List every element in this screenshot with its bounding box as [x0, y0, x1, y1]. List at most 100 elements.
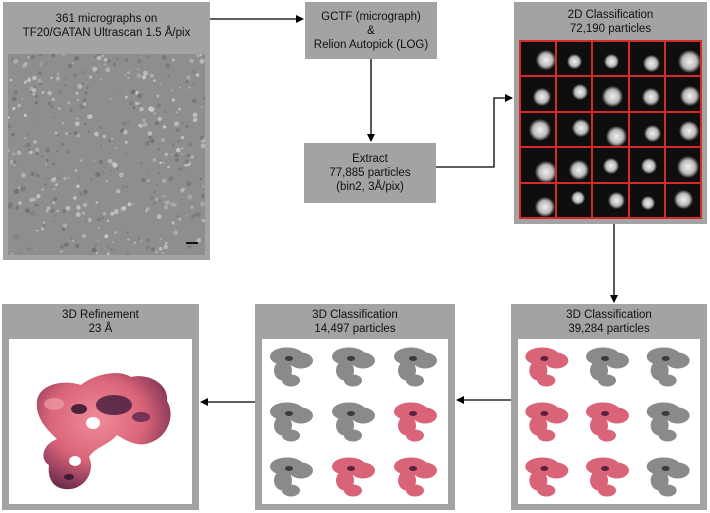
refined-map-svg [36, 373, 171, 490]
particle-speck [103, 145, 105, 147]
particle-speck [61, 122, 65, 125]
scale-bar [186, 242, 198, 244]
particle-speck [47, 177, 50, 180]
map-lobe [598, 374, 616, 387]
particle-speck [57, 177, 60, 180]
particle-speck [74, 193, 76, 195]
particle-speck [68, 176, 70, 179]
particle-speck [202, 185, 205, 188]
particle-speck [63, 242, 68, 248]
gctf-autopick-box: GCTF (micrograph) & Relion Autopick (LOG… [305, 2, 437, 59]
particle-speck [41, 62, 47, 67]
particle-speck [200, 194, 205, 199]
particle-speck [55, 214, 57, 217]
particle-speck [53, 116, 55, 119]
refine-title-line2: 23 Å [88, 323, 113, 335]
particle-speck [26, 142, 31, 148]
particle-speck [164, 200, 170, 206]
particle-speck [87, 130, 90, 133]
particle-speck [116, 167, 119, 169]
particle-speck [127, 202, 132, 207]
particle-speck [60, 172, 63, 174]
class2d-title-line2: 72,190 particles [569, 23, 652, 35]
particle-speck [109, 248, 113, 251]
map-lobe [351, 462, 375, 479]
particle-speck [127, 121, 130, 123]
class-average [557, 148, 592, 182]
particle-speck [79, 104, 85, 110]
particle-speck [103, 58, 108, 62]
particle-speck [16, 150, 22, 155]
particle-speck [147, 140, 150, 144]
particle-speck [127, 238, 130, 241]
class3d-a-title-line1: 3D Classification [312, 309, 398, 321]
particle-speck [34, 85, 37, 88]
3d-class-map [646, 457, 690, 497]
particle-speck [72, 239, 75, 243]
particle-speck [107, 158, 113, 164]
particle-speck [67, 101, 71, 105]
particle-speck [65, 150, 69, 154]
particle-speck [94, 55, 96, 58]
particle-speck [180, 135, 185, 140]
particle-speck [74, 56, 80, 61]
particle-speck [79, 192, 84, 196]
class-average [665, 148, 700, 182]
gctf-line3: Relion Autopick (LOG) [313, 38, 429, 51]
class-average-density [641, 196, 656, 211]
particle-speck [167, 165, 170, 169]
class-average [521, 77, 556, 111]
particle-speck [102, 134, 106, 138]
particle-speck [161, 178, 167, 183]
particle-speck [175, 111, 178, 114]
particle-speck [122, 129, 128, 135]
particle-speck [199, 58, 205, 64]
particle-speck [62, 54, 66, 56]
particle-speck [150, 138, 155, 144]
particle-speck [54, 131, 58, 135]
particle-speck [83, 102, 86, 106]
particle-speck [75, 243, 80, 249]
class3d-a-panel: 3D Classification 14,497 particles [255, 304, 455, 510]
class-average [521, 183, 556, 217]
particle-speck [96, 55, 102, 61]
map-lobe [282, 484, 300, 497]
particle-speck [160, 237, 162, 240]
particle-speck [99, 125, 103, 129]
class-average-density [640, 158, 657, 175]
particle-speck [36, 119, 38, 122]
particle-speck [185, 214, 188, 216]
particle-speck [140, 162, 143, 165]
map-cavity [601, 466, 609, 471]
particle-speck [12, 160, 17, 164]
particle-speck [88, 75, 93, 79]
particle-speck [168, 176, 174, 182]
particle-speck [53, 197, 58, 202]
map-lobe [665, 407, 690, 424]
particle-speck [60, 245, 64, 249]
particle-speck [93, 159, 96, 163]
class-average-density [641, 88, 660, 107]
particle-speck [8, 116, 10, 119]
particle-speck [82, 212, 85, 215]
particle-speck [76, 117, 79, 120]
map-lobe [351, 407, 375, 424]
map-cavity [540, 356, 549, 361]
particle-speck [73, 73, 77, 78]
particle-speck [167, 75, 171, 78]
class-average-density [532, 88, 551, 107]
particle-speck [183, 163, 188, 168]
particle-speck [102, 171, 105, 174]
particle-speck [158, 172, 161, 175]
particle-speck [190, 214, 196, 220]
particle-speck [100, 143, 103, 146]
particle-speck [112, 162, 118, 168]
map-lobe [282, 429, 300, 442]
particle-speck [25, 80, 28, 82]
particle-speck [34, 101, 38, 105]
particle-speck [181, 147, 184, 150]
particle-speck [9, 202, 13, 206]
particle-speck [115, 57, 119, 61]
particle-speck [170, 202, 175, 207]
particle-speck [81, 82, 84, 86]
